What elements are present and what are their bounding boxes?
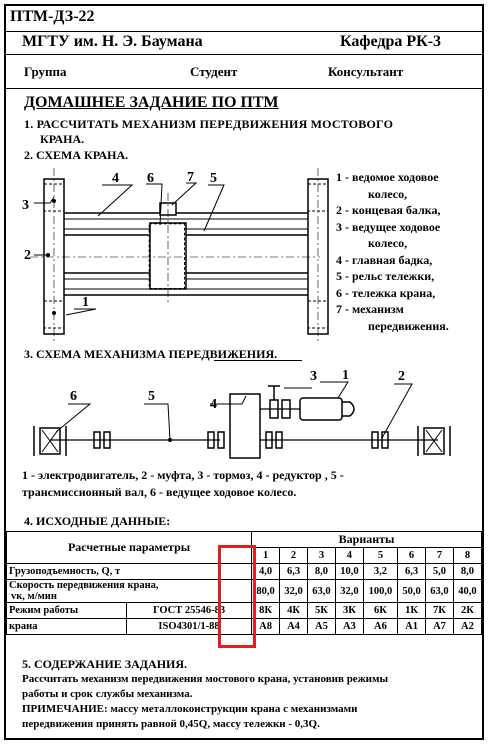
table-cell: 32,0 bbox=[279, 579, 308, 603]
table-cell: 6,3 bbox=[397, 563, 427, 580]
variant-number: 3 bbox=[306, 547, 336, 564]
variant-number: 7 bbox=[425, 547, 454, 564]
table-cell: 5К bbox=[306, 602, 336, 619]
section1-line2: КРАНА. bbox=[40, 132, 85, 146]
note-line1: ПРИМЕЧАНИЕ: массу металлоконструкции кра… bbox=[22, 703, 358, 715]
table-cell: 4К bbox=[279, 602, 308, 619]
table-cell: А3 bbox=[334, 618, 364, 635]
table-cell: 10,0 bbox=[334, 563, 364, 580]
mech-label-6: 6 bbox=[70, 389, 77, 404]
legend-line: 7 - механизм bbox=[336, 302, 404, 316]
table-cell: А7 bbox=[425, 618, 454, 635]
mech-label-3: 3 bbox=[310, 369, 317, 384]
table-cell: 8,0 bbox=[306, 563, 336, 580]
mech-label-5: 5 bbox=[148, 389, 155, 404]
table-cell: 1К bbox=[397, 602, 427, 619]
diagram-label-3: 3 bbox=[22, 198, 29, 213]
document-title: ДОМАШНЕЕ ЗАДАНИЕ ПО ПТМ bbox=[24, 94, 279, 111]
student-label: Студент bbox=[190, 64, 238, 79]
table-cell: А6 bbox=[362, 618, 399, 635]
crane-legend: 1 - ведомое ходовое колесо, 2 - концевая… bbox=[336, 169, 449, 334]
legend-line: 4 - главная бадка, bbox=[336, 252, 433, 267]
load-label: Грузоподъемность, Q, т bbox=[5, 563, 253, 580]
divider bbox=[4, 88, 484, 89]
section1-line1: 1. РАССЧИТАТЬ МЕХАНИЗМ ПЕРЕДВИЖЕНИЯ МОСТ… bbox=[24, 117, 394, 131]
table-cell: 63,0 bbox=[306, 579, 336, 603]
legend-line: 2 - концевая балка, bbox=[336, 203, 441, 217]
table-cell: 63,0 bbox=[425, 579, 454, 603]
crane-scheme-diagram: 3 2 4 6 7 5 1 bbox=[22, 168, 329, 341]
variant-number: 4 bbox=[334, 547, 364, 564]
table-cell: 6К bbox=[362, 602, 399, 619]
section4-heading: 4. ИСХОДНЫЕ ДАННЫЕ: bbox=[24, 514, 171, 528]
table-cell: 3К bbox=[334, 602, 364, 619]
university-name: МГТУ им. Н. Э. Баумана bbox=[22, 33, 203, 50]
table-cell: А1 bbox=[397, 618, 427, 635]
table-cell: 50,0 bbox=[397, 579, 427, 603]
table-cell: 5,0 bbox=[425, 563, 454, 580]
legend-line: колесо, bbox=[368, 186, 408, 201]
variants-header: Варианты bbox=[251, 531, 482, 548]
table-cell: 3,2 bbox=[362, 563, 399, 580]
table-cell: 7К bbox=[425, 602, 454, 619]
legend-line: 5 - рельс тележки, bbox=[336, 269, 435, 283]
diagram-label-6: 6 bbox=[147, 171, 154, 186]
param-header: Расчетные параметры bbox=[5, 531, 253, 564]
legend-line: 6 - тележка крана, bbox=[336, 285, 436, 300]
divider bbox=[4, 54, 484, 55]
group-label: Группа bbox=[24, 64, 67, 79]
diagram-label-7: 7 bbox=[187, 170, 194, 185]
legend-line: колесо, bbox=[368, 236, 408, 250]
diagram-label-4: 4 bbox=[112, 171, 119, 186]
heading-underline bbox=[214, 360, 302, 361]
speed-label-line2: vк, м/мин bbox=[11, 591, 57, 602]
diagram-label-5: 5 bbox=[210, 171, 217, 186]
section3-heading: 3. СХЕМА МЕХАНИЗМА ПЕРЕДВИЖЕНИЯ. bbox=[24, 347, 278, 361]
table-cell: 40,0 bbox=[452, 579, 483, 603]
mech-label-4: 4 bbox=[210, 397, 217, 412]
diagram-label-1: 1 bbox=[82, 295, 89, 310]
table-cell: А2 bbox=[452, 618, 483, 635]
table-cell: А4 bbox=[279, 618, 308, 635]
divider bbox=[4, 31, 484, 32]
table-cell: 8,0 bbox=[452, 563, 483, 580]
table-cell: 6,3 bbox=[279, 563, 308, 580]
section5-line2: работы и срок службы механизма. bbox=[22, 688, 193, 700]
document-code: ПТМ-ДЗ-22 bbox=[10, 8, 95, 25]
variant-number: 8 bbox=[452, 547, 483, 564]
section5-line1: Рассчитать механизм передвижения мостово… bbox=[22, 673, 389, 685]
legend-line: 1 - ведомое ходовое bbox=[336, 170, 439, 184]
parameters-table: Расчетные параметры Варианты 1 2 3 4 5 6… bbox=[5, 531, 483, 635]
section5-heading: 5. СОДЕРЖАНИЕ ЗАДАНИЯ. bbox=[22, 657, 188, 671]
consultant-label: Консультант bbox=[328, 64, 404, 79]
table-cell: А5 bbox=[306, 618, 336, 635]
mech-label-2: 2 bbox=[398, 369, 405, 384]
document-frame bbox=[4, 4, 484, 740]
variant-number: 2 bbox=[279, 547, 308, 564]
drive-mechanism-diagram: 6 5 4 3 1 2 bbox=[33, 368, 451, 459]
mechanism-legend-line1: 1 - электродвигатель, 2 - муфта, 3 - тор… bbox=[22, 468, 344, 482]
table-cell: 32,0 bbox=[334, 579, 364, 603]
legend-line: передвижения. bbox=[368, 318, 449, 333]
table-cell: 100,0 bbox=[362, 579, 399, 603]
note-line2: передвижения принять равной 0,45Q, массу… bbox=[22, 718, 320, 730]
mode-label-line1: Режим работы bbox=[6, 602, 127, 619]
variant-number: 5 bbox=[362, 547, 399, 564]
speed-label: Скорость передвижения крана, vк, м/мин bbox=[5, 579, 253, 603]
table-cell: 2К bbox=[452, 602, 483, 619]
mech-label-1: 1 bbox=[342, 368, 349, 383]
diagram-label-2: 2 bbox=[24, 248, 31, 263]
mechanism-legend-line2: трансмиссионный вал, 6 - ведущее ходовое… bbox=[22, 485, 297, 499]
mode-label-line2: крана bbox=[6, 618, 127, 635]
variant-number: 6 bbox=[397, 547, 427, 564]
highlight-variant-1-box bbox=[218, 545, 256, 648]
section2-heading: 2. СХЕМА КРАНА. bbox=[24, 148, 129, 162]
legend-line: 3 - ведущее ходовое bbox=[336, 219, 441, 234]
department-name: Кафедра РК-3 bbox=[340, 33, 442, 50]
speed-label-line1: Скорость передвижения крана, bbox=[9, 580, 159, 591]
